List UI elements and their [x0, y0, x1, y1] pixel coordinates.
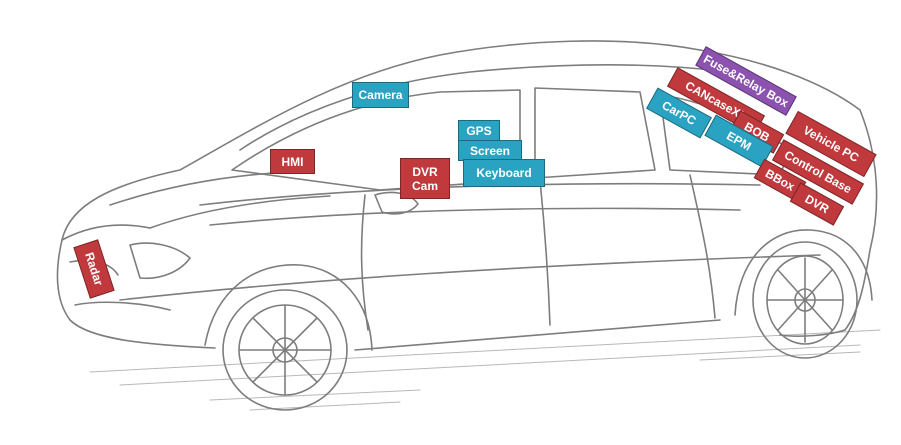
front-wheel	[204, 264, 373, 411]
dvr-cam-label-line2: Cam	[411, 178, 438, 193]
rear-wheel	[734, 229, 873, 359]
camera-box: Camera	[352, 82, 409, 108]
dvr-cam-label-line1: DVR	[412, 164, 438, 179]
dvr-cam-box: DVR Cam	[400, 158, 450, 199]
screen-box: Screen	[458, 140, 522, 161]
ground-shadow	[89, 329, 881, 411]
gps-box: GPS	[458, 120, 500, 141]
keyboard-box: Keyboard	[463, 159, 545, 187]
hmi-box: HMI	[270, 149, 315, 174]
